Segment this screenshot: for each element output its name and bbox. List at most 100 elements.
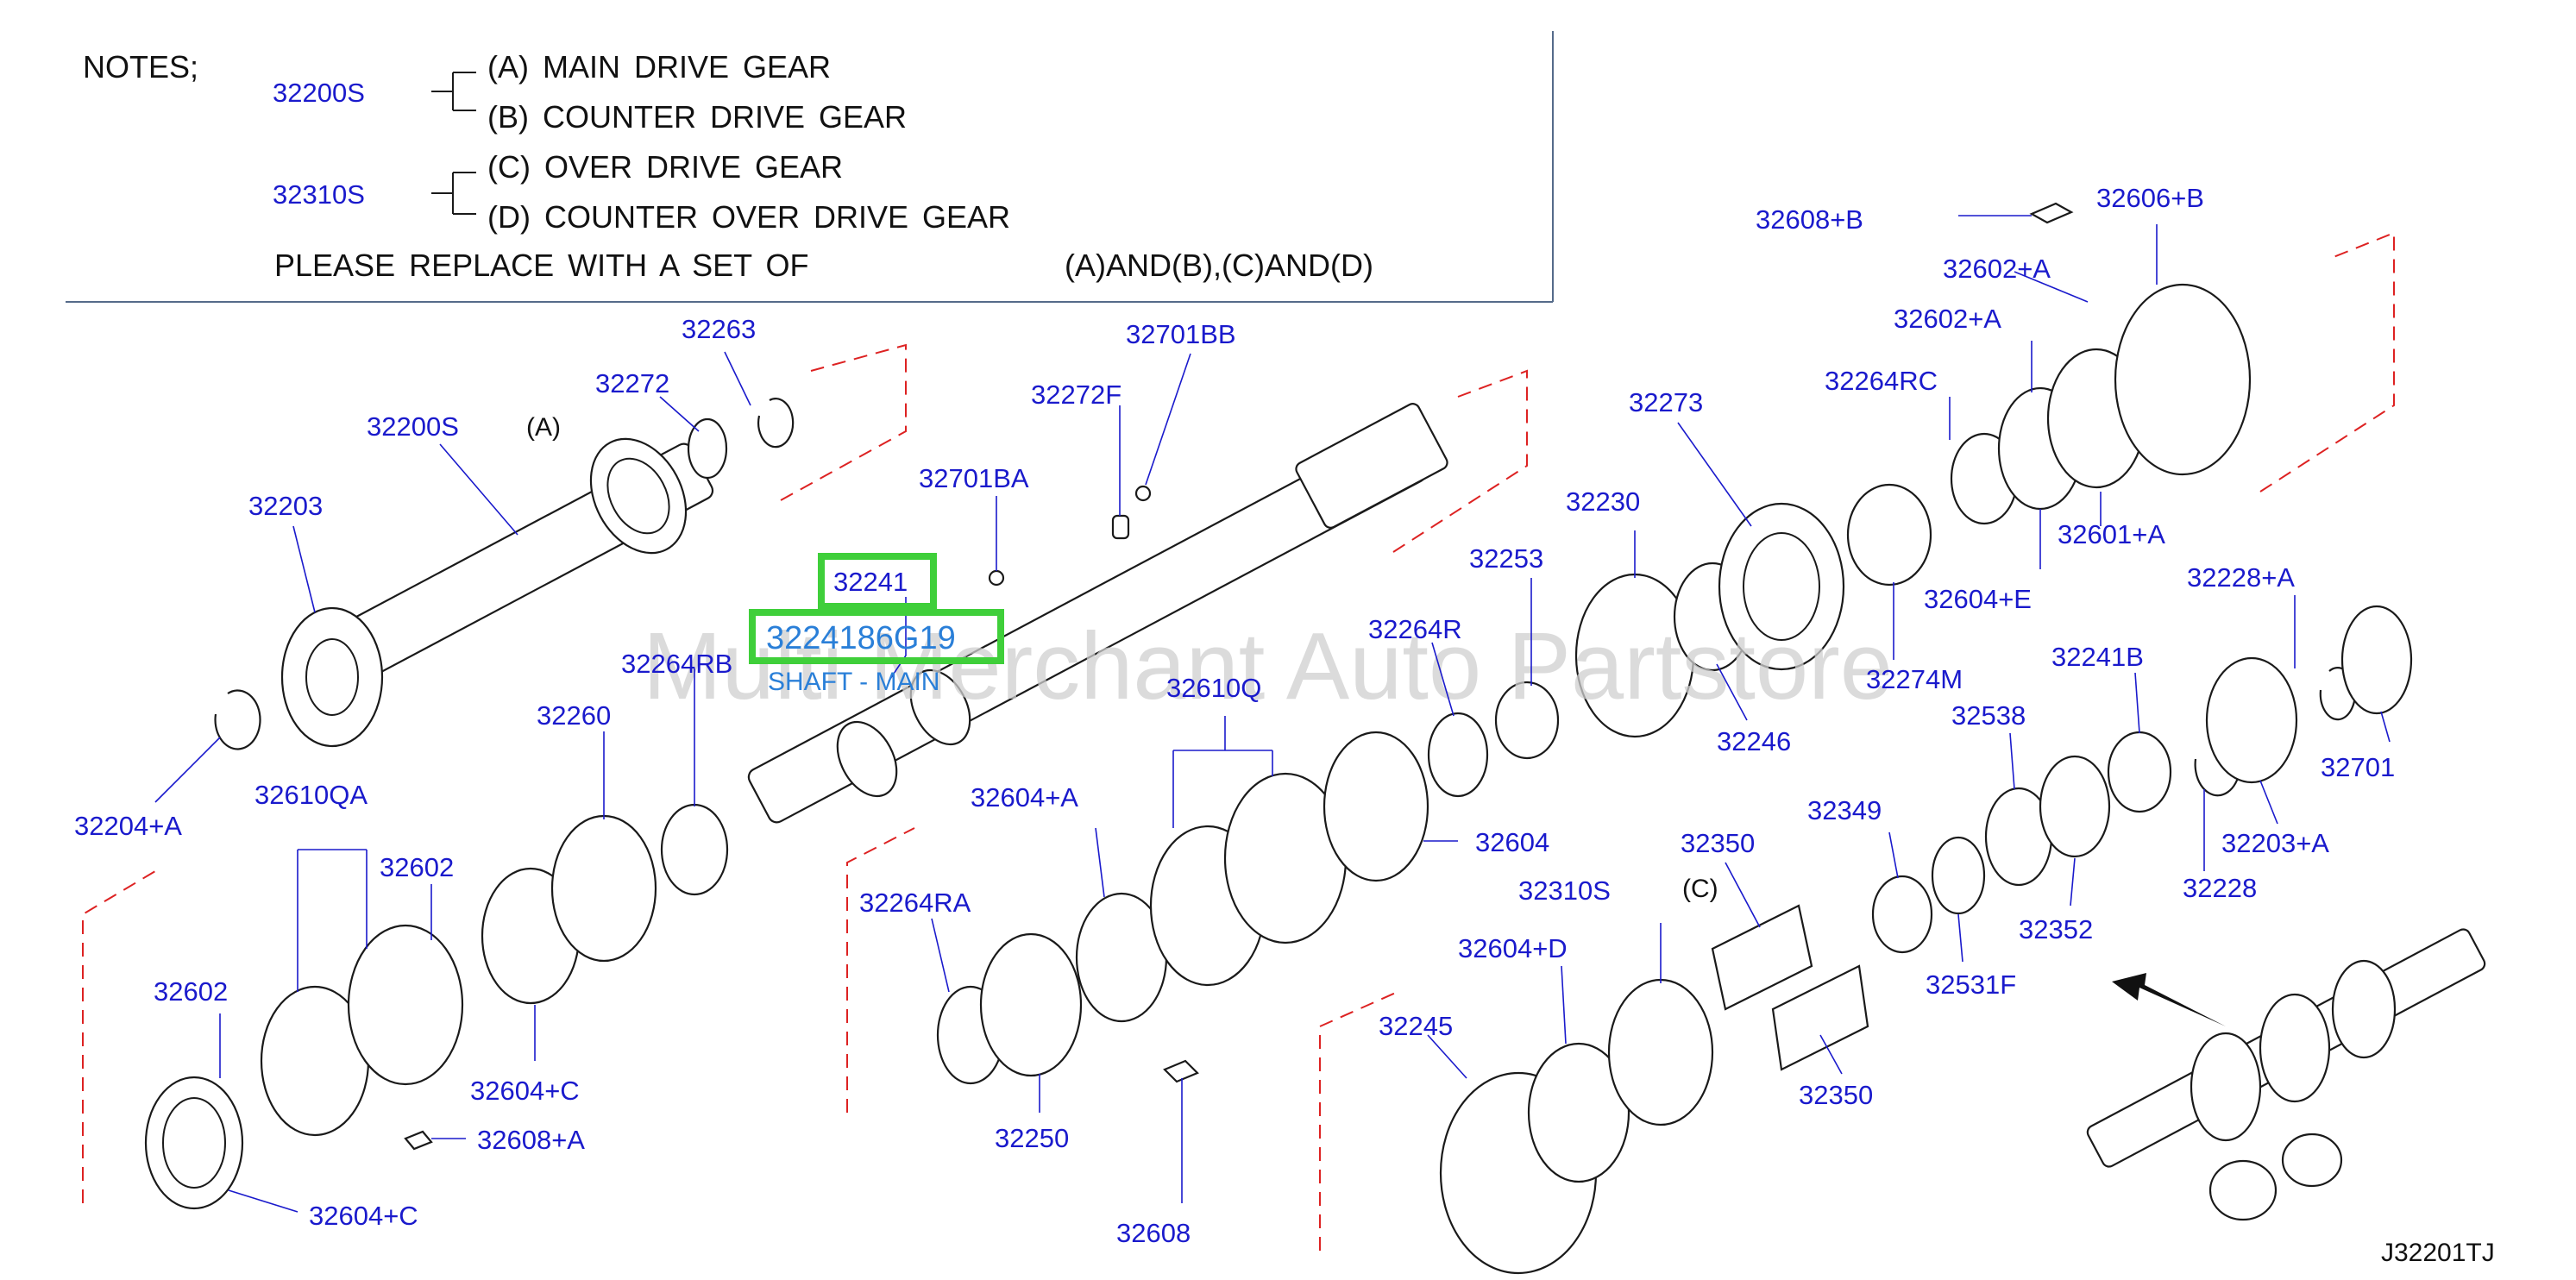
main-drive-gear-icon	[589, 437, 688, 555]
label-32274M[interactable]: 32274M	[1866, 664, 1963, 694]
label-32241B[interactable]: 32241B	[2051, 642, 2144, 672]
baulk-ring-front-icon	[144, 1076, 244, 1210]
assembly-direction-arrow-icon	[2112, 973, 2226, 1026]
label-32263[interactable]: 32263	[682, 314, 756, 344]
gear-32250-icon	[979, 932, 1083, 1077]
notes-group2-code: 32310S	[273, 179, 365, 210]
snap-ring-front-icon	[214, 689, 261, 750]
label-32610QA[interactable]: 32610QA	[254, 780, 368, 810]
leader-32602Ab	[2014, 271, 2089, 303]
needle-cage-32350-bottom-icon	[1771, 964, 1869, 1071]
label-32602a[interactable]: 32602	[380, 852, 454, 882]
label-32203A[interactable]: 32203+A	[2221, 828, 2329, 858]
label-32349[interactable]: 32349	[1807, 795, 1882, 825]
front-synchronizer-assembly	[144, 803, 729, 1210]
notes-replace-sets: (A)AND(B),(C)AND(D)	[1065, 248, 1373, 283]
highlighted-part[interactable]: 32241 3224186G19 SHAFT - MAIN	[749, 553, 1004, 696]
label-32253[interactable]: 32253	[1469, 543, 1543, 574]
label-32260[interactable]: 32260	[537, 700, 611, 731]
notes-group1-code: 32200S	[273, 78, 365, 108]
label-32604[interactable]: 32604	[1475, 827, 1549, 857]
label-32604D[interactable]: 32604+D	[1458, 933, 1568, 963]
label-32200S[interactable]: 32200S	[367, 411, 459, 442]
label-32204A[interactable]: 32204+A	[74, 811, 182, 841]
label-32604E[interactable]: 32604+E	[1924, 584, 2032, 614]
label-32310S[interactable]: 32310S	[1518, 875, 1611, 906]
label-32245[interactable]: 32245	[1379, 1011, 1453, 1041]
leader-32246	[1716, 663, 1748, 721]
label-32602Aa[interactable]: 32602+A	[1943, 254, 2051, 284]
label-32250[interactable]: 32250	[995, 1123, 1069, 1153]
label-32538[interactable]: 32538	[1951, 700, 2026, 731]
mid-synchronizer-assembly	[936, 681, 1560, 1085]
label-32602b[interactable]: 32602	[154, 976, 228, 1007]
leader-32264R	[1431, 642, 1454, 717]
leader-32350b	[1819, 1034, 1843, 1075]
leader-32203A	[2259, 780, 2278, 825]
label-32602Ab[interactable]: 32602+A	[1894, 304, 2001, 334]
main-shaft-gear-2-icon	[909, 668, 971, 746]
label-32701BA[interactable]: 32701BA	[919, 463, 1029, 493]
label-32264RC[interactable]: 32264RC	[1825, 366, 1938, 396]
assembled-view-thumbnail	[2086, 928, 2486, 1221]
leader-32273	[1677, 422, 1752, 527]
label-32273[interactable]: 32273	[1629, 387, 1703, 417]
main-drive-bearing-icon	[280, 606, 384, 748]
label-32604A[interactable]: 32604+A	[971, 782, 1078, 813]
label-32608B[interactable]: 32608+B	[1756, 204, 1863, 235]
leader-32352	[2070, 857, 2076, 907]
label-32531F[interactable]: 32531F	[1926, 969, 2016, 1000]
gear-32310S-icon	[1607, 978, 1714, 1126]
label-32608A[interactable]: 32608+A	[477, 1125, 585, 1155]
label-32604Ca[interactable]: 32604+C	[470, 1076, 580, 1106]
highlight-part-code[interactable]: 32241	[833, 567, 908, 597]
label-32264R[interactable]: 32264R	[1368, 614, 1462, 644]
label-32203[interactable]: 32203	[248, 491, 323, 521]
counter-shaft-assembly	[1439, 605, 2413, 1275]
label-32272[interactable]: 32272	[595, 368, 669, 398]
marker-a: (A)	[526, 413, 561, 442]
label-32246[interactable]: 32246	[1717, 726, 1791, 756]
bearing-32203A-icon	[2205, 656, 2298, 784]
baulk-ring-front-inner-icon	[162, 1097, 226, 1189]
needle-bearing-32264R-icon	[1427, 712, 1489, 798]
label-32230[interactable]: 32230	[1566, 486, 1640, 517]
nut-32241B-icon	[2107, 731, 2172, 813]
needle-cage-32350-top-icon	[1711, 904, 1813, 1011]
main-shaft-gear-1-icon	[836, 720, 898, 798]
label-32604Cb[interactable]: 32604+C	[309, 1201, 418, 1231]
outline-counter	[1319, 991, 1398, 1251]
label-32701BB[interactable]: 32701BB	[1126, 319, 1236, 349]
label-32272F[interactable]: 32272F	[1031, 380, 1122, 410]
outline-rear-gears	[2259, 231, 2395, 493]
leader-32604A	[1095, 827, 1105, 898]
label-32606B[interactable]: 32606+B	[2096, 183, 2204, 213]
highlight-part-number[interactable]: 3224186G19	[766, 620, 956, 656]
leader-32241B	[2134, 672, 2140, 734]
ball-32701BA-icon	[988, 569, 1005, 587]
assembled-gear-3-icon	[2331, 959, 2397, 1059]
washer-32531F-icon	[1931, 836, 1986, 915]
label-32228A[interactable]: 32228+A	[2187, 562, 2295, 593]
notes-line-d: (D) COUNTER OVER DRIVE GEAR	[487, 199, 1010, 235]
label-32610Q[interactable]: 32610Q	[1166, 673, 1261, 703]
label-32228[interactable]: 32228	[2183, 873, 2257, 903]
diagram-code: J32201TJ	[2381, 1239, 2495, 1267]
notes-bracket-2	[431, 172, 476, 215]
label-32352[interactable]: 32352	[2019, 914, 2093, 944]
label-32264RA[interactable]: 32264RA	[859, 888, 971, 918]
outline-front-sync	[82, 870, 156, 1203]
notes-line-c: (C) OVER DRIVE GEAR	[487, 149, 843, 185]
label-32350b[interactable]: 32350	[1799, 1080, 1873, 1110]
outline-mid-sync	[846, 827, 915, 1113]
label-32601A[interactable]: 32601+A	[2058, 519, 2165, 549]
label-32264RB[interactable]: 32264RB	[621, 649, 732, 679]
label-32608[interactable]: 32608	[1116, 1218, 1191, 1248]
marker-c: (C)	[1682, 875, 1718, 903]
part-labels: 32263 32272 32200S 32203 32204+A 32701BB…	[74, 183, 2395, 1248]
leader-32245	[1427, 1034, 1467, 1079]
label-32701[interactable]: 32701	[2321, 752, 2395, 782]
label-32350a[interactable]: 32350	[1681, 828, 1755, 858]
notes-line-a: (A) MAIN DRIVE GEAR	[487, 49, 831, 85]
